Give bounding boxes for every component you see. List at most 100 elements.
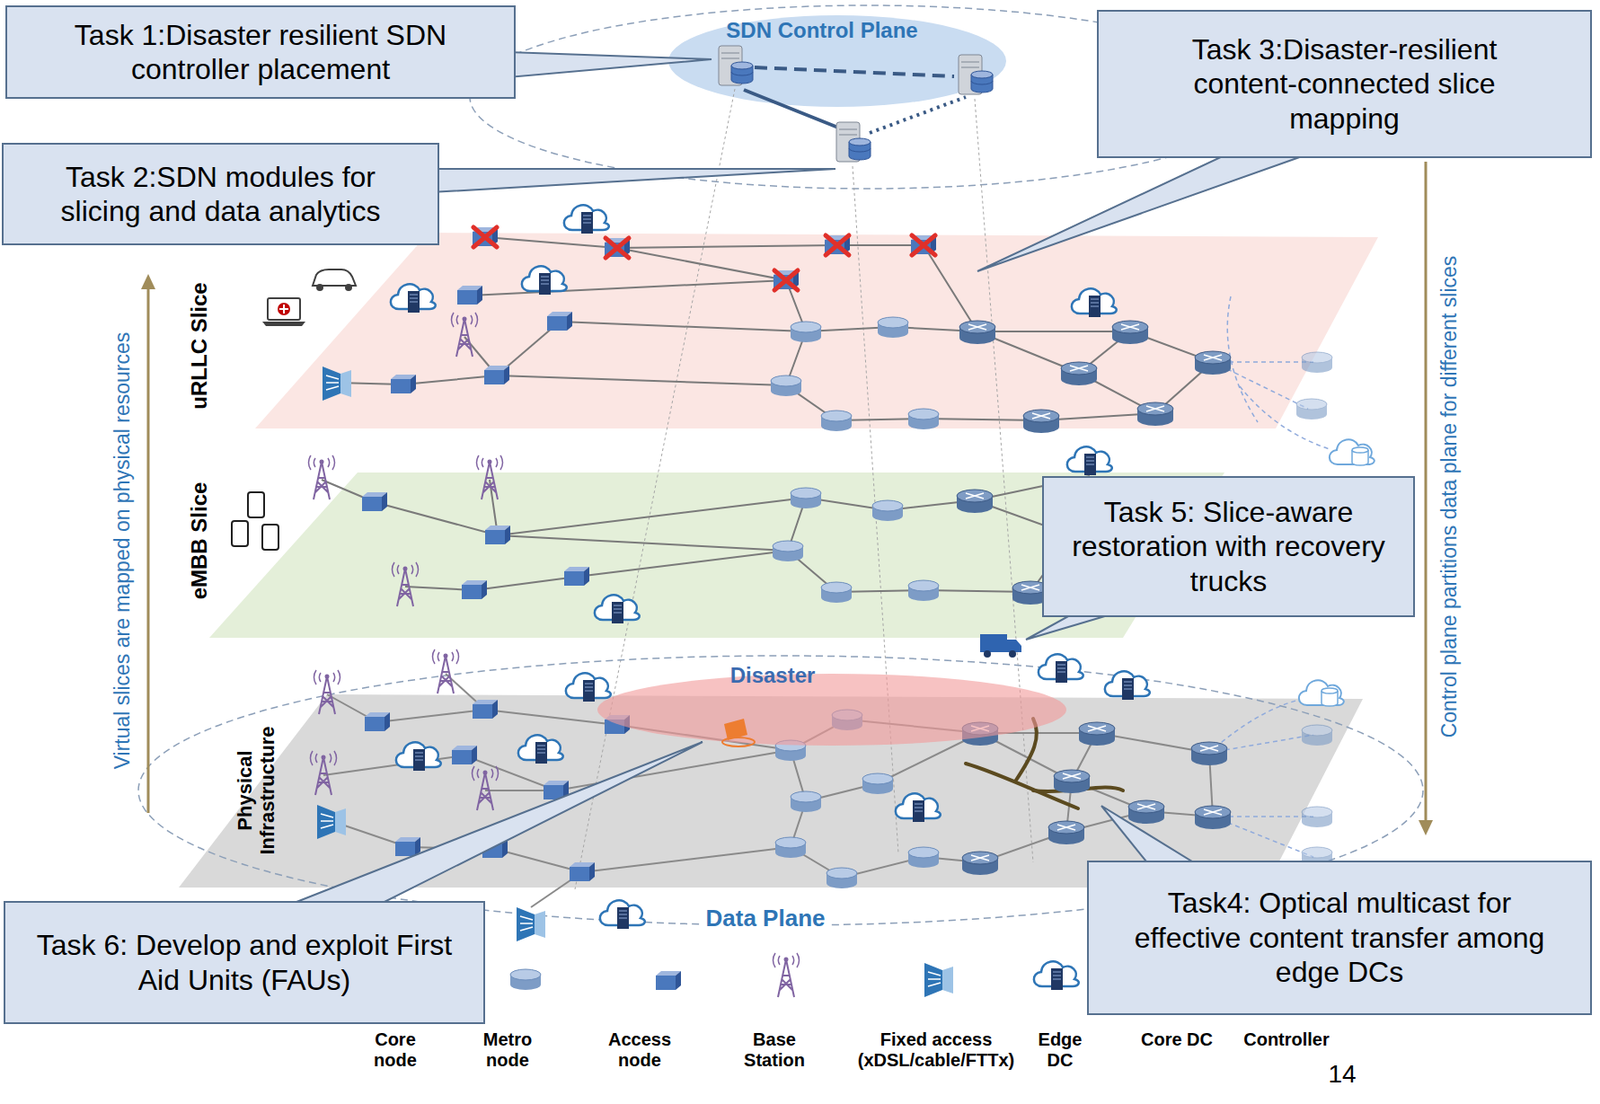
legend-icons <box>510 969 541 991</box>
physical-nodes <box>1301 806 1333 828</box>
callout-text: Task 3:Disaster-resilient content-connec… <box>1143 32 1546 136</box>
urllc-nodes <box>910 235 937 255</box>
urllc-nodes <box>911 235 936 256</box>
embb-phones <box>231 521 248 547</box>
legend-text: Metro node <box>471 1029 544 1071</box>
legend-icons <box>510 953 1079 998</box>
urllc-nodes <box>774 270 798 291</box>
urllc-devices <box>316 283 324 292</box>
callout-pointers <box>508 52 712 78</box>
control-plane <box>743 89 839 128</box>
legend-text: Core node <box>363 1029 427 1071</box>
control-plane <box>869 97 966 133</box>
urllc-links <box>336 237 1213 421</box>
urllc-nodes <box>959 320 996 345</box>
urllc-nodes <box>564 204 610 234</box>
plane-label: Data Plane <box>702 905 830 933</box>
urllc-nodes <box>790 321 822 343</box>
axis-label: Physical Infrastructure <box>233 723 280 858</box>
callout-box: Task 1:Disaster resilient SDN controller… <box>5 5 516 99</box>
embb-nodes <box>461 580 487 600</box>
physical-nodes <box>775 837 806 858</box>
legend-icons <box>772 953 799 998</box>
physical-nodes <box>1053 769 1090 794</box>
urllc-links <box>485 237 978 332</box>
embb-nodes <box>908 580 939 602</box>
urllc-nodes <box>604 238 630 257</box>
urllc-nodes <box>450 312 478 357</box>
recovery-truck <box>980 634 1022 658</box>
physical-nodes <box>516 907 546 942</box>
embb-nodes <box>391 562 418 607</box>
urllc-nodes <box>770 375 802 397</box>
physical-nodes <box>565 672 611 702</box>
embb-nodes <box>485 525 511 545</box>
physical-outer-links <box>1209 698 1314 858</box>
urllc-nodes <box>825 235 849 256</box>
embb-nodes <box>872 500 903 522</box>
embb-nodes <box>790 487 822 509</box>
control-projection <box>974 98 1034 863</box>
embb-nodes <box>362 492 388 512</box>
urllc-nodes <box>322 366 352 401</box>
urllc-nodes <box>773 270 799 290</box>
controllers <box>718 45 753 86</box>
urllc-nodes <box>1060 362 1097 386</box>
embb-nodes <box>956 489 993 513</box>
embb-nodes <box>1067 446 1113 476</box>
callout-text: Task4: Optical multicast for effective c… <box>1133 885 1546 990</box>
urllc-nodes <box>1112 320 1149 345</box>
physical-links <box>323 673 1213 908</box>
urllc-nodes <box>322 204 1375 466</box>
embb-links <box>474 500 1072 593</box>
urllc-nodes <box>473 227 497 248</box>
urllc-outer-links <box>1212 296 1330 450</box>
controllers <box>836 122 871 162</box>
callout-text: Task 1:Disaster resilient SDN controller… <box>29 17 492 88</box>
physical-nodes <box>1128 800 1165 824</box>
physical-nodes <box>790 791 822 813</box>
urllc-nodes <box>1023 409 1060 434</box>
urllc-nodes <box>877 317 909 338</box>
urllc-nodes <box>824 235 850 255</box>
urllc-nodes <box>472 227 498 247</box>
plane-label: SDN Control Plane <box>725 17 918 44</box>
legend-text: Core DC <box>1131 1029 1222 1051</box>
callout-box: Task 2:SDN modules for slicing and data … <box>1 142 440 246</box>
urllc-devices <box>267 298 301 320</box>
physical-nodes <box>862 773 893 795</box>
physical-nodes <box>451 745 478 765</box>
urllc-nodes <box>484 365 510 385</box>
first-aid-unit <box>722 737 755 747</box>
first-aid-unit <box>722 718 755 747</box>
physical-nodes <box>1048 821 1085 845</box>
urllc-nodes <box>1194 351 1231 375</box>
callout-box: Task4: Optical multicast for effective c… <box>1087 860 1592 1016</box>
urllc-nodes <box>547 311 573 331</box>
control-plane <box>668 15 1007 107</box>
physical-nodes <box>472 699 498 719</box>
embb-nodes <box>308 455 335 500</box>
physical-nodes <box>471 766 498 811</box>
physical-nodes <box>908 847 939 868</box>
urllc-devices <box>262 321 306 327</box>
urllc-devices <box>277 302 291 316</box>
callout-text: Task 5: Slice-aware restoration with rec… <box>1054 495 1403 599</box>
legend-text: Access node <box>599 1029 681 1071</box>
axis-label: Virtual slices are mapped on physical re… <box>110 332 134 770</box>
physical-nodes <box>395 837 421 857</box>
controllers <box>718 45 993 162</box>
axis-label: uRLLC Slice <box>186 282 213 409</box>
urllc-devices <box>312 269 356 286</box>
embb-phones <box>231 492 279 550</box>
callout-box: Task 3:Disaster-resilient content-connec… <box>1096 9 1592 159</box>
physical-nodes <box>396 742 442 771</box>
urllc-nodes <box>521 265 567 295</box>
embb-links <box>321 476 1090 593</box>
urllc-links <box>617 247 806 332</box>
embb-links <box>374 476 1090 536</box>
urllc-nodes <box>390 283 436 313</box>
callout-text: Task 2:SDN modules for slicing and data … <box>26 159 416 230</box>
slice-planes <box>255 232 1379 429</box>
disaster-zone <box>597 673 1067 746</box>
